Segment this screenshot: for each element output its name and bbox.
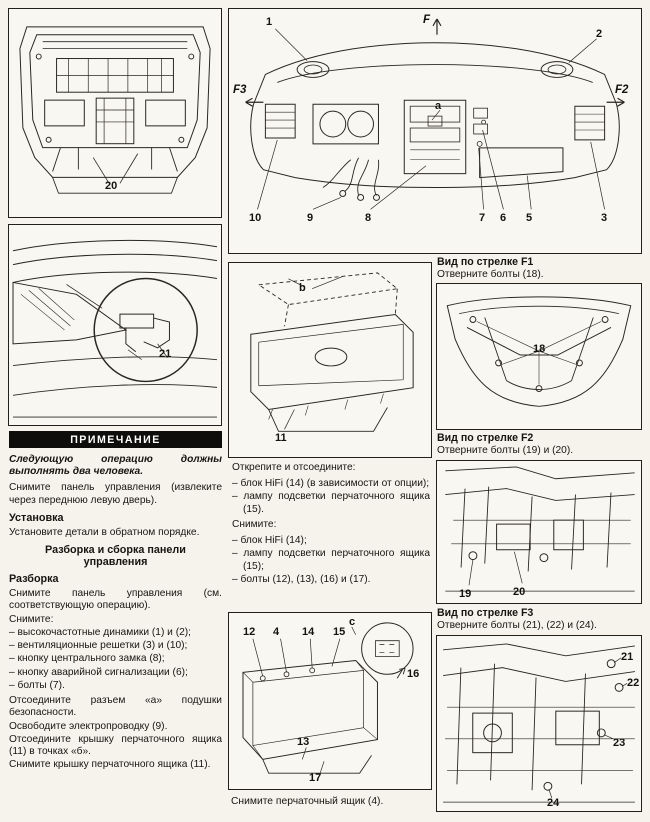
callout-12: 12 bbox=[243, 626, 256, 638]
callout-18: 18 bbox=[533, 343, 546, 355]
glovebox-caption: Снимите перчаточный ящик (4). bbox=[231, 796, 384, 807]
view-f3-body: Отверните болты (21), (22) и (24). bbox=[437, 620, 597, 632]
arrow-label-f-up: F bbox=[423, 14, 431, 26]
view-f2-text: Вид по стрелке F2 Отверните болты (19) и… bbox=[437, 432, 642, 457]
callout-4: 4 bbox=[273, 626, 280, 638]
paragraph-lid-points: Отсоедините крышку перчаточного ящика (1… bbox=[9, 733, 222, 757]
callout-9: 9 bbox=[307, 212, 314, 224]
paragraph-lid-remove: Снимите крышку перчаточного ящика (11). bbox=[9, 759, 211, 771]
list-item: – кнопку центрального замка (8); bbox=[9, 653, 165, 665]
arrow-label-f2: F2 bbox=[615, 84, 629, 96]
paragraph-airbag: Отсоедините разъем «а» подушки безопасно… bbox=[9, 695, 222, 719]
callout-10: 10 bbox=[249, 212, 262, 224]
diagram-glovebox: 12 4 14 15 c 16 13 17 bbox=[228, 612, 432, 790]
dashboard-panel-drawing bbox=[245, 18, 625, 210]
view-f1-drawing bbox=[446, 296, 632, 407]
paragraph-see-op: Снимите панель управления (см. соответст… bbox=[9, 588, 222, 612]
callout-19: 19 bbox=[459, 588, 472, 600]
list-item: – вентиляционные решетки (3) и (10); bbox=[9, 640, 188, 652]
callout-22: 22 bbox=[627, 677, 640, 689]
paragraph-remove-panel: Снимите панель управления (извлеките чер… bbox=[9, 482, 222, 506]
list-item: – блок HiFi (14) (в зависимости от опции… bbox=[232, 478, 430, 490]
callout-2: 2 bbox=[596, 28, 603, 40]
callout-21: 21 bbox=[159, 348, 172, 360]
paragraph-install: Установите детали в обратном порядке. bbox=[9, 526, 200, 538]
callout-8: 8 bbox=[365, 212, 372, 224]
view-f3-text: Вид по стрелке F3 Отверните болты (21), … bbox=[437, 607, 642, 632]
callout-21: 21 bbox=[621, 651, 634, 663]
callout-7: 7 bbox=[479, 212, 486, 224]
view-f2-body: Отверните болты (19) и (20). bbox=[437, 445, 574, 457]
paragraph-unfasten: Открепите и отсоедините: bbox=[232, 462, 356, 473]
callout-c: c bbox=[349, 616, 356, 628]
diagram-dashboard-panel: 1 2 F F3 F2 a 10 9 8 7 6 5 3 bbox=[228, 8, 642, 254]
callout-6: 6 bbox=[500, 212, 507, 224]
glovebox-drawing bbox=[242, 622, 414, 774]
list-item: – блок HiFi (14); bbox=[232, 535, 307, 547]
heading-disassembly: Разборка bbox=[9, 573, 59, 586]
paragraph-remove: Снимите: bbox=[232, 518, 277, 530]
callout-5: 5 bbox=[526, 212, 533, 224]
arrow-label-f3: F3 bbox=[233, 84, 247, 96]
list-item: – болты (12), (13), (16) и (17). bbox=[232, 573, 371, 585]
callout-a: a bbox=[435, 100, 442, 112]
diagram-glovebox-lid: b 11 bbox=[228, 262, 432, 458]
view-f1-title: Вид по стрелке F1 bbox=[437, 256, 534, 268]
callout-20: 20 bbox=[105, 180, 118, 192]
dashboard-armature-drawing bbox=[19, 26, 211, 194]
glovebox-lid-drawing bbox=[250, 272, 414, 432]
view-f3-title: Вид по стрелке F3 bbox=[437, 607, 534, 619]
callout-13: 13 bbox=[297, 736, 310, 748]
diagram-windshield-cowl: 21 bbox=[8, 224, 222, 426]
callout-1: 1 bbox=[266, 16, 273, 28]
list-item: – лампу подсветки перчаточного ящика (15… bbox=[232, 548, 430, 572]
windshield-cowl-drawing bbox=[12, 239, 218, 418]
diagram-view-f2: 19 20 bbox=[436, 460, 642, 604]
list-item: – высокочастотные динамики (1) и (2); bbox=[9, 626, 191, 638]
diagram-view-f1: 18 bbox=[436, 283, 642, 430]
middle-text-column: Открепите и отсоедините: – блок HiFi (14… bbox=[232, 462, 430, 587]
callout-24: 24 bbox=[547, 797, 560, 809]
heading-section: Разборка и сборка панели управления bbox=[45, 544, 186, 569]
note-header: ПРИМЕЧАНИЕ bbox=[9, 431, 222, 448]
left-text-column: ПРИМЕЧАНИЕ Следующую операцию должны вып… bbox=[9, 431, 222, 775]
callout-14: 14 bbox=[302, 626, 315, 638]
note-title: ПРИМЕЧАНИЕ bbox=[70, 433, 161, 446]
paragraph-remove: Снимите: bbox=[9, 613, 54, 625]
list-item: – болты (7). bbox=[9, 679, 65, 691]
paragraph-wiring: Освободите электропроводку (9). bbox=[9, 720, 168, 732]
callout-b: b bbox=[299, 282, 306, 294]
view-f2-drawing bbox=[445, 466, 635, 592]
callout-15: 15 bbox=[333, 626, 346, 638]
callout-3: 3 bbox=[601, 212, 608, 224]
list-item: – лампу подсветки перчаточного ящика (15… bbox=[232, 491, 430, 515]
callout-23: 23 bbox=[613, 737, 626, 749]
view-f2-title: Вид по стрелке F2 bbox=[437, 432, 534, 444]
heading-install: Установка bbox=[9, 511, 64, 524]
diagram-view-f3: 21 22 23 24 bbox=[436, 635, 642, 812]
callout-16: 16 bbox=[407, 668, 420, 680]
callout-11: 11 bbox=[275, 432, 287, 444]
list-item: – кнопку аварийной сигнализации (6); bbox=[9, 666, 188, 678]
view-f3-drawing bbox=[443, 643, 635, 803]
view-f1-body: Отверните болты (18). bbox=[437, 269, 544, 281]
view-f1-text: Вид по стрелке F1 Отверните болты (18). bbox=[437, 256, 642, 281]
note-body: Следующую операцию должны выполнять два … bbox=[9, 454, 222, 478]
callout-17: 17 bbox=[309, 772, 322, 784]
diagram-dashboard-armature: 20 bbox=[8, 8, 222, 218]
callout-20: 20 bbox=[513, 586, 526, 598]
